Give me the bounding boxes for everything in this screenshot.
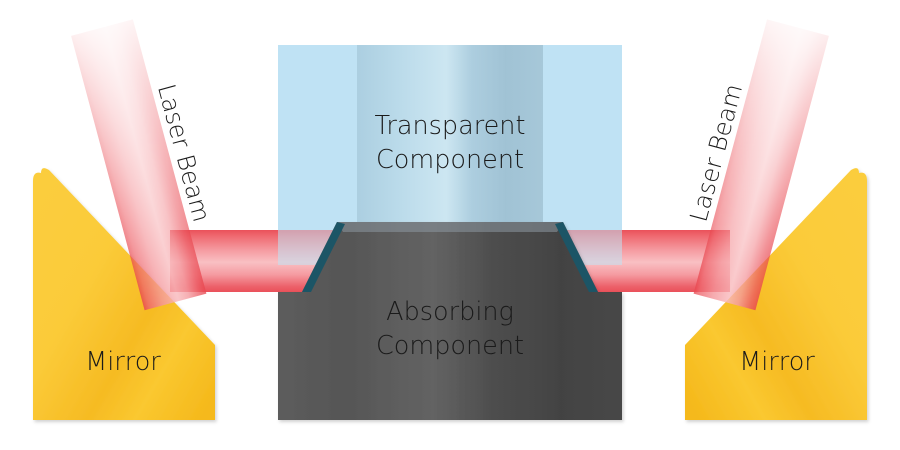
absorbing-component-chamfer-edge-left (302, 222, 345, 292)
mirror-right-label: Mirror (739, 347, 815, 377)
absorbing-component-label-line1: Absorbing (386, 297, 514, 327)
mirror-left-label: Mirror (85, 347, 161, 377)
transparent-component-label-line1: Transparent (375, 111, 526, 141)
absorbing-component-label-line2: Component (376, 331, 524, 361)
mirror-right[interactable]: Mirror (685, 168, 867, 420)
laser-beam-left-body (71, 19, 207, 311)
laser-beam-right (693, 19, 829, 311)
mirror-right-body[interactable] (685, 168, 867, 420)
absorbing-component[interactable]: Absorbing Component (278, 222, 622, 420)
mirror-left-body[interactable] (33, 168, 215, 420)
absorbing-component-top-face (337, 222, 563, 232)
absorbing-component-body[interactable] (278, 222, 622, 420)
mirror-left[interactable]: Mirror (33, 168, 215, 420)
transparent-component-label-line2: Component (376, 145, 524, 175)
laser-beam-left (71, 19, 207, 311)
absorbing-component-chamfer-edge-right (555, 222, 598, 292)
laser-beam-right-body (693, 19, 829, 311)
